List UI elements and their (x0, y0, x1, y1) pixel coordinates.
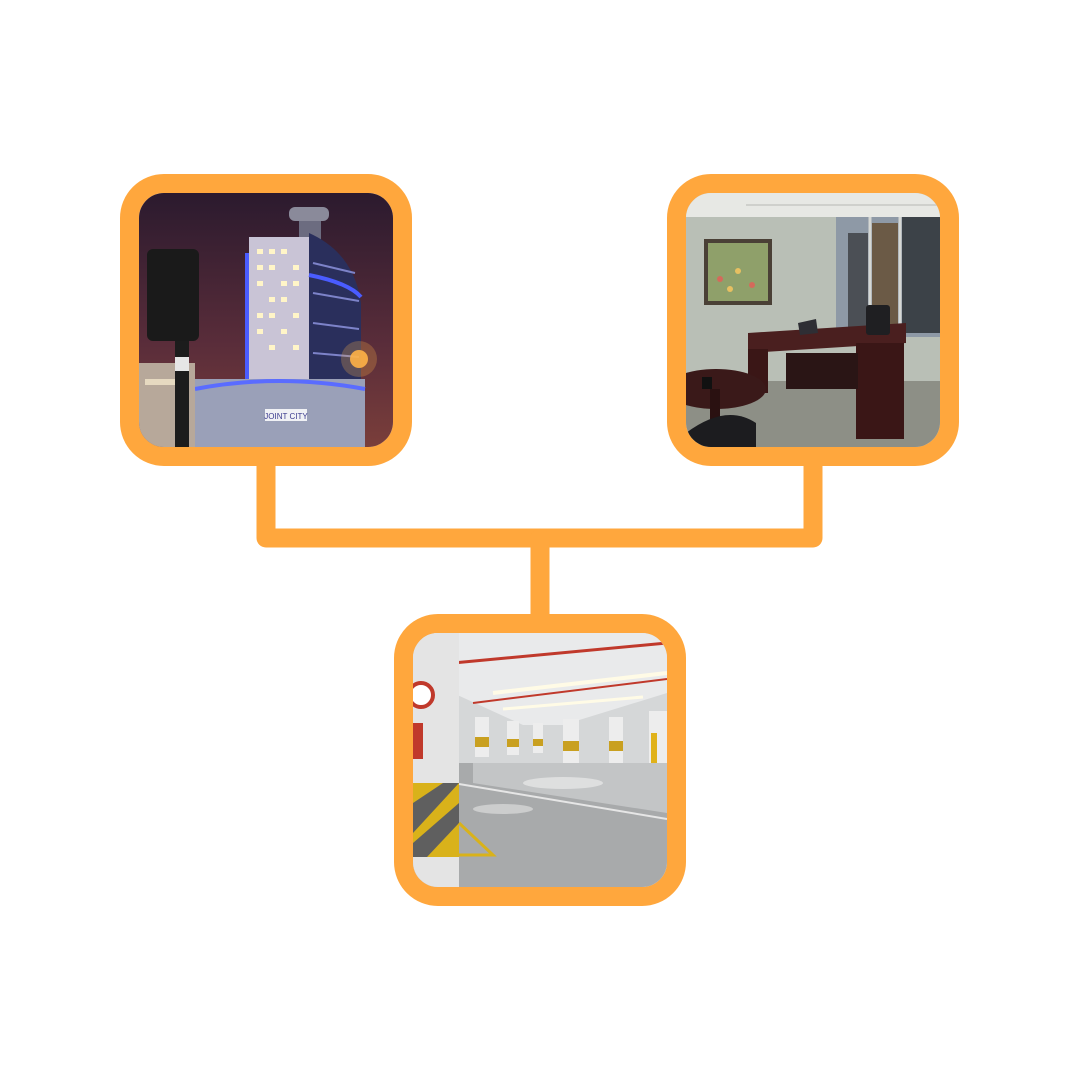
connector-office-to-hub (530, 452, 823, 548)
building-sign-text: JOINT CITY (264, 412, 308, 421)
garage-photo-card (394, 614, 686, 906)
office-photo-card (667, 174, 959, 466)
night-city-building-photo: JOINT CITY (139, 193, 393, 447)
office-interior-photo (686, 193, 940, 447)
connector-building-to-hub (256, 452, 550, 548)
underground-parking-photo (413, 633, 667, 887)
building-photo-card: JOINT CITY (120, 174, 412, 466)
